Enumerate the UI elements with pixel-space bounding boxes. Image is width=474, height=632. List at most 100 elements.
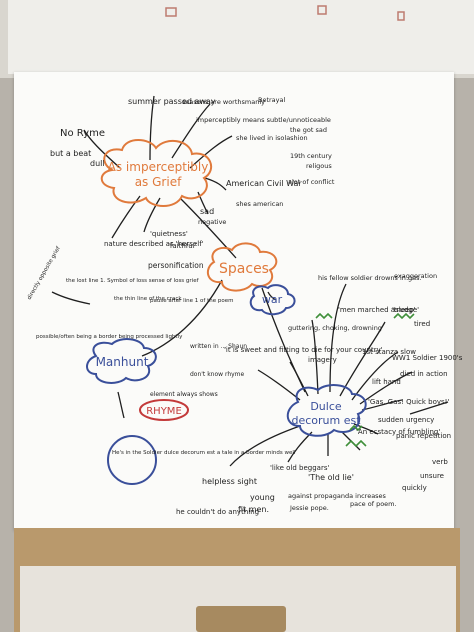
connector <box>197 191 209 215</box>
cloud-outline <box>206 242 278 292</box>
node-dulce: Dulce decorum est <box>286 384 367 437</box>
connector <box>409 401 449 415</box>
label-sad: sad <box>200 207 214 216</box>
label-century: 19th century <box>290 152 332 160</box>
label-imagery: imagery <box>308 356 337 364</box>
green-mark <box>393 312 415 320</box>
war-label: war <box>262 293 283 306</box>
cloud-outline <box>286 384 367 437</box>
binder-marks <box>165 5 405 21</box>
label-verb: verb <box>432 458 448 466</box>
label-element-always: element always shows <box>150 391 218 398</box>
label-helpless: helpless sight <box>202 477 257 486</box>
node-rhyme: RHYME <box>139 399 189 421</box>
label-lift-hand: lift hand <box>372 378 401 386</box>
label-faithful: 'faithful' <box>168 242 197 250</box>
connectors <box>51 95 449 467</box>
green-mark <box>315 312 333 320</box>
connector <box>361 399 403 411</box>
rhyme-label: RHYME <box>146 406 182 417</box>
connector <box>257 369 301 401</box>
connector <box>229 425 301 467</box>
label-religious: religous <box>306 162 332 170</box>
label-middle-notes: pause after line 1 of the poem <box>150 298 233 304</box>
label-shes-american: shes american <box>236 200 283 208</box>
label-young: young <box>250 493 275 502</box>
label-she-lived: she lived in isolashion <box>236 134 308 142</box>
label-he-couldnt: he couldn't do anything <box>176 508 259 516</box>
green-marks <box>315 312 415 448</box>
connector <box>267 291 277 301</box>
label-old-beggars: 'like old beggars' <box>270 464 329 472</box>
label-died-in-action: died in action <box>400 370 448 378</box>
label-pace-of-poem: pace of poem. <box>350 500 397 508</box>
label-circle-notes: He's in the Soldier dulce decorum est a … <box>112 450 296 456</box>
label-manhunt-notes: the lost line 1. Symbol of loss sense of… <box>66 278 200 284</box>
text-layer: No Ryme but a beat dull summer passed aw… <box>27 96 463 516</box>
label-dont-know-rhyme: don't know rhyme <box>190 371 245 378</box>
sketchpad-top <box>0 0 474 78</box>
node-spaces: Spaces <box>206 242 278 292</box>
label-summer: summer passed away <box>128 97 216 106</box>
label-ecstasy: 'An ecstacy of fumbling' <box>356 428 440 436</box>
label-american-civil: American Civil War <box>226 179 302 188</box>
label-panic: panic repetition <box>396 432 451 440</box>
label-against-propaganda: against propaganda increases <box>288 492 387 500</box>
label-quietness: 'quietness' <box>150 230 188 238</box>
binder-mark <box>317 5 327 15</box>
cardboard-slot <box>196 606 286 632</box>
cloud-outline <box>100 139 213 207</box>
label-jessie-pope: Jessie pope. <box>289 504 329 512</box>
connector <box>143 197 161 233</box>
dulce-line2: decorum est <box>291 414 361 427</box>
connector <box>179 197 237 259</box>
connector <box>329 283 347 393</box>
node-main: As imperceptibly as Grief <box>100 139 213 207</box>
label-negative: negative <box>198 218 226 226</box>
cloud-outline <box>249 284 296 316</box>
label-exaggeration: exaggeration <box>394 272 437 280</box>
connector <box>141 279 223 357</box>
label-poss-notes: possible/often being a border being proc… <box>36 334 183 340</box>
connector <box>351 351 399 401</box>
main-title-line2: as Grief <box>135 175 182 189</box>
binder-mark <box>165 7 177 17</box>
label-soldier-ww1: WW1 Soldier 1900's <box>392 354 463 362</box>
green-mark <box>345 439 367 448</box>
connector <box>149 95 155 161</box>
connector <box>111 195 141 239</box>
label-dull: dull <box>90 159 105 168</box>
label-seasons: seasons are worthsmanly <box>182 98 265 106</box>
connector <box>117 391 125 419</box>
label-fit-men: fit men. <box>238 505 269 514</box>
label-shaun-name: written in ... Shaun <box>190 343 247 350</box>
label-conflict: alot of conflict <box>288 178 335 186</box>
connector <box>289 361 309 397</box>
label-unsure: unsure <box>420 472 444 480</box>
connector <box>287 431 313 463</box>
connector <box>204 177 227 191</box>
node-war: war <box>249 284 296 316</box>
label-but-a-beat: but a beat <box>50 149 91 158</box>
label-first-stanza: 1st stanza slow <box>362 348 416 356</box>
mindmap-paper <box>14 72 454 530</box>
connector <box>311 319 319 395</box>
label-left-notes: directly opposite grief <box>27 245 63 301</box>
label-sweet-fitting: 'it is sweet and fitting to die for your… <box>224 346 383 354</box>
label-gas-quick: 'Gas, Gas! Quick boys!' <box>368 398 449 406</box>
green-mark <box>349 424 363 432</box>
connector <box>83 129 121 169</box>
label-guttering: guttering, choking, drowning <box>288 324 382 332</box>
rhyme-oval <box>139 399 189 421</box>
dulce-line1: Dulce <box>310 400 342 413</box>
cloud-outline <box>86 338 157 384</box>
connector <box>51 291 91 305</box>
label-his-fellow: his fellow soldier drowns in gas. <box>318 274 422 282</box>
label-tired: tired <box>414 320 430 328</box>
label-personification: personification <box>148 261 204 270</box>
label-no-ryme: No Ryme <box>60 128 105 139</box>
label-quickly: quickly <box>402 484 427 492</box>
label-trudge: 'trudge' <box>392 306 419 314</box>
